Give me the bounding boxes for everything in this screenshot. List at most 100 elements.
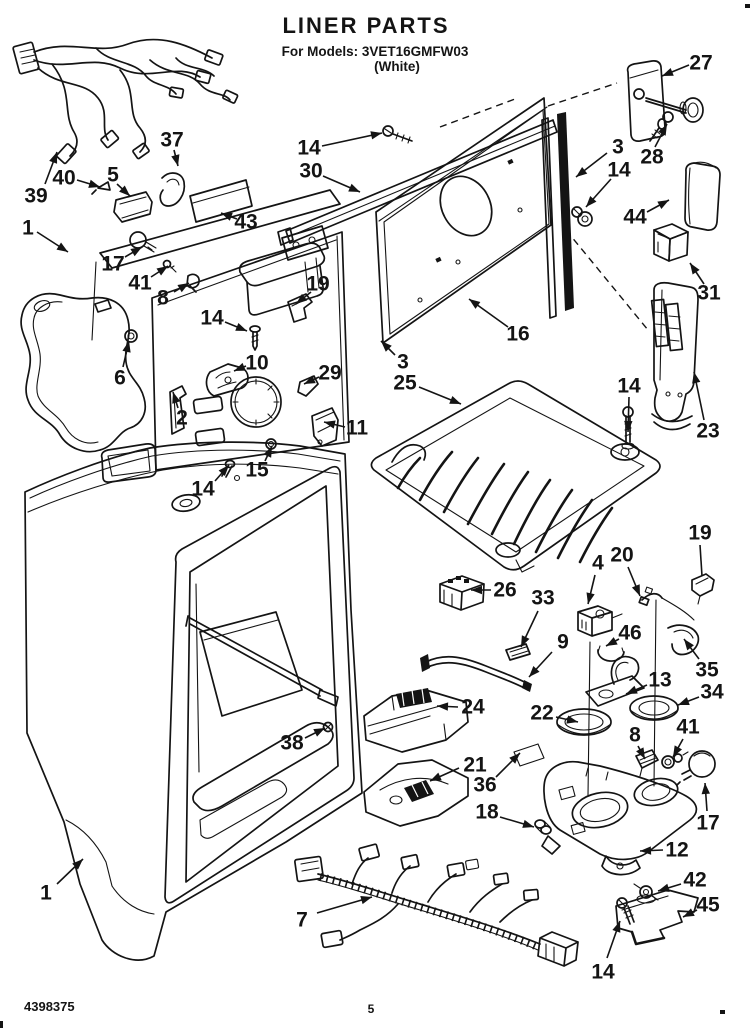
callout-label-14: 14 (607, 159, 631, 182)
callout-37-3: 37 (160, 129, 184, 167)
callout-label-10: 10 (245, 352, 268, 375)
callout-label-6: 6 (114, 367, 126, 390)
callout-46-39: 46 (605, 622, 642, 647)
callout-33-34: 33 (520, 587, 555, 648)
catalog-number: 4398375 (24, 999, 75, 1014)
callout-14-22: 14 (200, 307, 248, 332)
callout-label-5: 5 (107, 164, 119, 187)
callout-label-14: 14 (191, 478, 215, 501)
callout-25-17: 25 (393, 372, 462, 405)
callout-1-32: 1 (40, 858, 84, 905)
callout-label-22: 22 (530, 702, 553, 725)
wire-harness-upper (12, 38, 239, 195)
callout-label-8: 8 (157, 287, 169, 310)
callout-3-16: 3 (380, 340, 409, 374)
callout-label-14: 14 (591, 961, 615, 984)
callout-label-46: 46 (618, 622, 641, 645)
callout-12-51: 12 (639, 839, 689, 862)
callout-4-36: 4 (586, 552, 604, 605)
air-duct-23 (650, 281, 699, 431)
callout-1-4: 1 (22, 217, 69, 253)
callout-39-0: 39 (24, 151, 58, 208)
callout-31-13: 31 (689, 262, 721, 305)
callout-17-19: 17 (101, 246, 143, 276)
callout-label-25: 25 (393, 372, 417, 395)
callout-label-30: 30 (299, 160, 322, 183)
callout-label-23: 23 (696, 420, 719, 443)
callout-label-15: 15 (245, 459, 269, 482)
callout-label-17: 17 (101, 253, 124, 276)
callout-label-28: 28 (640, 146, 664, 169)
callout-label-3: 3 (612, 136, 624, 159)
print-marks (0, 4, 750, 1028)
callout-28-9: 28 (640, 123, 668, 169)
callout-label-19: 19 (306, 273, 329, 296)
callout-label-19: 19 (688, 522, 711, 545)
callout-13-40: 13 (625, 669, 672, 695)
callout-label-43: 43 (234, 211, 257, 234)
callout-14-54: 14 (591, 920, 621, 984)
side-cover-44 (684, 161, 721, 231)
callout-label-13: 13 (648, 669, 671, 692)
callout-3-10: 3 (575, 136, 624, 178)
callout-label-12: 12 (665, 839, 688, 862)
callout-8-21: 8 (157, 282, 190, 310)
callout-14-18: 14 (617, 375, 641, 433)
callout-label-8: 8 (629, 724, 641, 747)
color-line: (White) (374, 59, 420, 74)
callout-35-41: 35 (683, 638, 719, 682)
models-line: For Models: 3VET16GMFW03 (282, 44, 469, 59)
callout-36-49: 36 (473, 752, 521, 797)
callout-41-20: 41 (128, 265, 169, 295)
callout-8-45: 8 (629, 724, 646, 760)
callout-label-11: 11 (346, 417, 369, 440)
callout-9-35: 9 (528, 631, 569, 678)
liner-cabinet (24, 441, 363, 961)
callout-label-17: 17 (696, 812, 719, 835)
callout-14-30: 14 (191, 464, 230, 501)
callout-23-14: 23 (692, 371, 720, 443)
callout-14-6: 14 (297, 131, 383, 160)
callout-label-37: 37 (160, 129, 183, 152)
callout-label-38: 38 (280, 732, 304, 755)
callout-21-48: 21 (429, 754, 487, 782)
callout-44-12: 44 (623, 199, 670, 229)
callout-label-35: 35 (695, 659, 719, 682)
callout-19-38: 19 (688, 522, 712, 577)
callout-19-23: 19 (295, 273, 330, 305)
callout-label-41: 41 (128, 272, 152, 295)
callout-30-7: 30 (299, 160, 361, 193)
page-number: 5 (368, 1002, 375, 1016)
callout-20-37: 20 (610, 544, 641, 597)
callout-7-55: 7 (296, 896, 373, 932)
title-block: LINER PARTS For Models: 3VET16GMFW03 (Wh… (282, 13, 469, 74)
callout-6-28: 6 (114, 340, 131, 390)
upper-compartment (20, 231, 350, 482)
callout-41-46: 41 (672, 716, 700, 758)
callout-label-16: 16 (506, 323, 529, 346)
callout-label-44: 44 (623, 206, 647, 229)
callout-label-9: 9 (557, 631, 569, 654)
upper-cabinet-rails (99, 172, 341, 269)
callout-5-2: 5 (107, 164, 131, 197)
callout-label-21: 21 (463, 754, 487, 777)
callout-label-31: 31 (697, 282, 721, 305)
callout-2-26: 2 (172, 391, 188, 430)
callout-label-33: 33 (531, 587, 554, 610)
callout-label-18: 18 (475, 801, 499, 824)
page-title: LINER PARTS (282, 13, 449, 38)
callout-27-8: 27 (661, 52, 713, 77)
callout-label-14: 14 (200, 307, 224, 330)
alignment-dashes (439, 82, 649, 331)
footer: 4398375 5 (24, 999, 375, 1016)
callout-label-42: 42 (683, 869, 706, 892)
callout-label-34: 34 (700, 681, 724, 704)
callout-label-2: 2 (176, 407, 188, 430)
callout-label-27: 27 (689, 52, 712, 75)
callout-16-15: 16 (468, 298, 530, 346)
callout-label-26: 26 (493, 579, 516, 602)
callout-24-44: 24 (436, 696, 485, 719)
rear-access-panel (375, 97, 552, 344)
